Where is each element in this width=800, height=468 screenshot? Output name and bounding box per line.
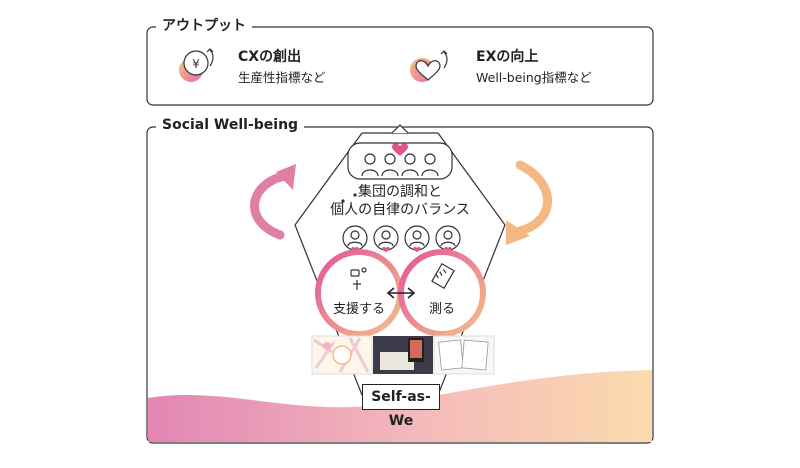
balance-line-1: 集団の調和と [358, 184, 442, 200]
self-as-we-box: Self-as-We [362, 384, 440, 429]
svg-text:¥: ¥ [192, 57, 200, 71]
support-label: 支援する [332, 302, 385, 317]
group-people-icon [361, 153, 439, 177]
cx-subtitle: 生産性指標など [238, 70, 326, 85]
cx-title: CXの創出 [238, 49, 302, 65]
ruler-icon [431, 263, 455, 289]
double-arrow-icon [386, 287, 416, 299]
social-section-title: Social Well-being [156, 117, 305, 133]
balance-line-2: 個人の自律のバランス [330, 202, 470, 218]
bubble-heart-icon [392, 143, 408, 156]
output-section-title: アウトプット [156, 15, 252, 35]
support-icon [350, 267, 367, 290]
heart-icon [410, 50, 448, 82]
right-cycle-arrow-icon [506, 160, 552, 245]
dot [353, 193, 357, 197]
output-box [146, 26, 654, 106]
individual-faces-icon [342, 225, 461, 251]
dot [341, 199, 345, 203]
ex-subtitle: Well-being指標など [476, 70, 592, 85]
photo-thumbnail-2 [373, 336, 433, 374]
photo-thumbnail-3 [433, 335, 495, 375]
measure-label: 測る [428, 302, 455, 317]
photo-thumbnail-1 [311, 335, 373, 375]
yen-coin-icon: ¥ [179, 48, 214, 82]
ex-title: EXの向上 [476, 49, 539, 65]
left-cycle-arrow-icon [250, 164, 296, 240]
group-bubble [347, 124, 453, 180]
